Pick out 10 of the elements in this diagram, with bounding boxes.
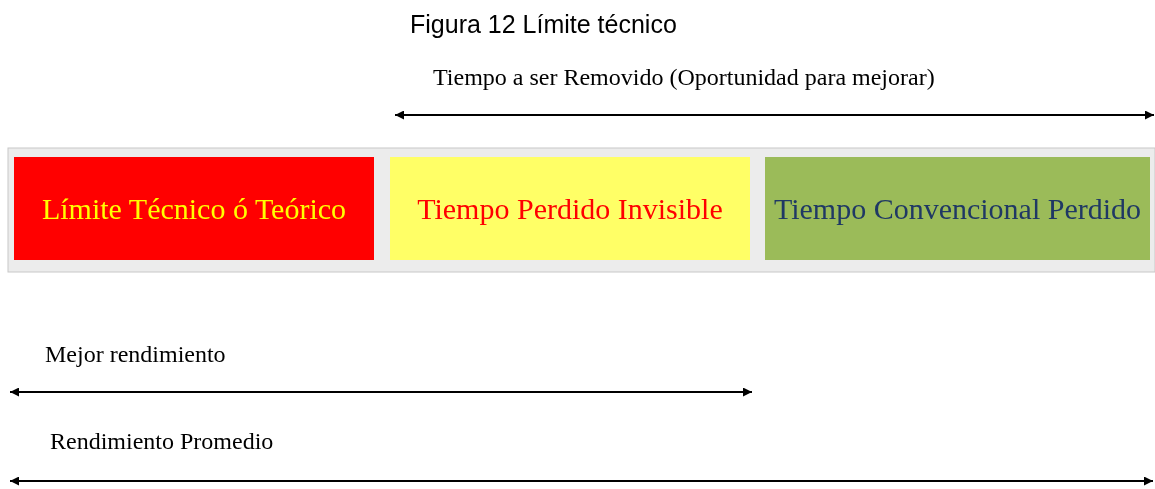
box-label: Tiempo Convencional Perdido xyxy=(773,190,1142,227)
span-label: Mejor rendimiento xyxy=(45,341,226,368)
category-box xyxy=(390,157,750,260)
figure-title: Figura 12 Límite técnico xyxy=(410,10,677,39)
category-box xyxy=(765,157,1150,260)
span-label: Rendimiento Promedio xyxy=(50,428,274,455)
box-label: Límite Técnico ó Teórico xyxy=(41,190,347,227)
category-box xyxy=(14,157,374,260)
box-label: Tiempo Perdido Invisible xyxy=(417,190,723,227)
span-label: Tiempo a ser Removido (Oportunidad para mejorar) xyxy=(433,64,935,91)
